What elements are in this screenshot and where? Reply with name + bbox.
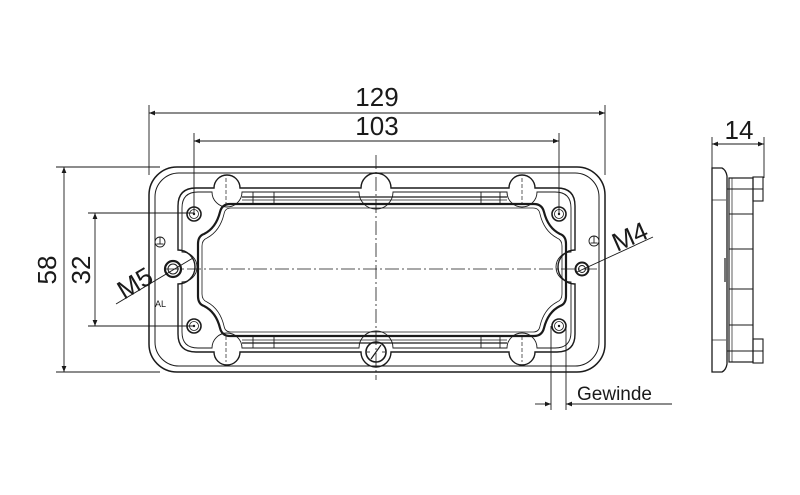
front-view: AL: [148, 155, 606, 380]
side-view: 14: [711, 115, 765, 373]
callout-m5: M5: [112, 257, 194, 305]
overall-width-label: 129: [355, 82, 398, 112]
gasket-bands: [242, 192, 507, 348]
dimension-hole-spacing-height: 32: [66, 212, 194, 327]
m5-label: M5: [112, 261, 158, 305]
dimension-thread: Gewinde: [535, 326, 672, 410]
dimension-overall-height: 58: [32, 166, 160, 373]
ground-symbol-left: [154, 236, 166, 248]
dimension-overall-width: 129: [148, 82, 606, 175]
depth-label: 14: [725, 115, 754, 145]
hole-bottom-right: [551, 318, 567, 334]
inner-opening: [196, 202, 568, 338]
hole-spacing-height-label: 32: [66, 256, 96, 285]
hole-spacing-width-label: 103: [355, 111, 398, 141]
m4-label: M4: [607, 215, 652, 257]
center-lines: [165, 155, 600, 380]
flange: [177, 172, 576, 368]
callout-m4: M4: [576, 215, 654, 273]
ground-symbol-right: [588, 235, 600, 247]
material-mark: AL: [155, 299, 166, 309]
overall-height-label: 58: [32, 256, 62, 285]
dimension-depth: 14: [711, 115, 765, 178]
mounting-holes: [186, 206, 567, 334]
thread-label: Gewinde: [577, 384, 652, 405]
dimension-hole-spacing-width: 103: [193, 111, 560, 214]
